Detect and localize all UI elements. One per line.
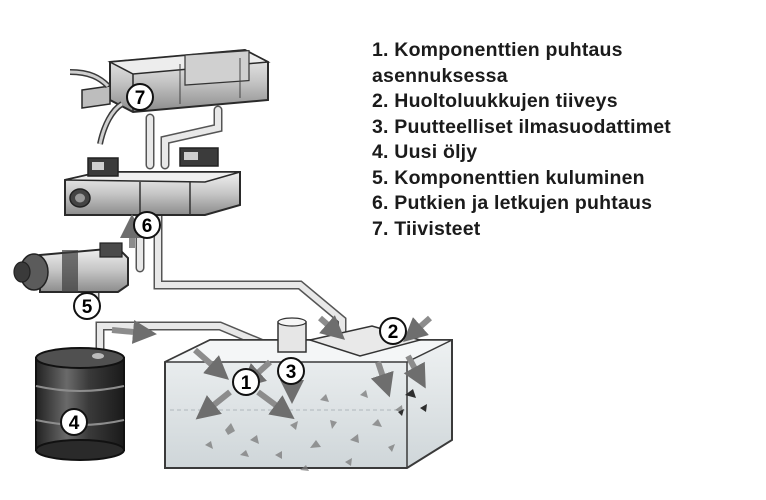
marker-6: 6	[133, 211, 161, 239]
svg-text:4: 4	[69, 413, 80, 434]
legend-item-6: 6. Putkien ja letkujen puhtaus	[372, 192, 653, 214]
marker-4: 4	[60, 408, 88, 436]
legend-item-4: 4. Uusi öljy	[372, 141, 478, 163]
pump-motor	[13, 242, 129, 293]
svg-text:3: 3	[286, 362, 297, 383]
legend-item-2: 2. Huoltoluukkujen tiiveys	[372, 90, 618, 112]
legend-item-5: 5. Komponenttien kuluminen	[372, 166, 645, 189]
svg-text:6: 6	[142, 216, 153, 237]
svg-text:7: 7	[135, 88, 146, 109]
reservoir-tank	[164, 317, 453, 471]
marker-3: 3	[277, 357, 305, 385]
svg-text:1: 1	[241, 373, 252, 394]
oil-drum	[35, 347, 125, 461]
marker-1: 1	[232, 368, 260, 396]
marker-5: 5	[73, 292, 101, 320]
marker-7: 7	[126, 83, 154, 111]
legend-list: 1. Komponenttien puhtaus asennuksessa 2.…	[372, 38, 757, 242]
legend-item-1-continued: asennuksessa	[372, 64, 508, 87]
legend-item-7: 7. Tiivisteet	[372, 217, 481, 240]
valve-block	[64, 147, 241, 216]
marker-badges: 7 6 5 4 1 3 2	[60, 83, 407, 436]
contaminant-particles	[205, 390, 403, 471]
hydraulic-cylinder	[69, 48, 271, 145]
legend-item-1: 1. Komponenttien puhtaus	[372, 39, 623, 61]
svg-text:2: 2	[388, 322, 399, 343]
svg-text:5: 5	[82, 297, 93, 318]
legend-item-3: 3. Puutteelliset ilmasuodattimet	[372, 115, 671, 138]
marker-2: 2	[379, 317, 407, 345]
